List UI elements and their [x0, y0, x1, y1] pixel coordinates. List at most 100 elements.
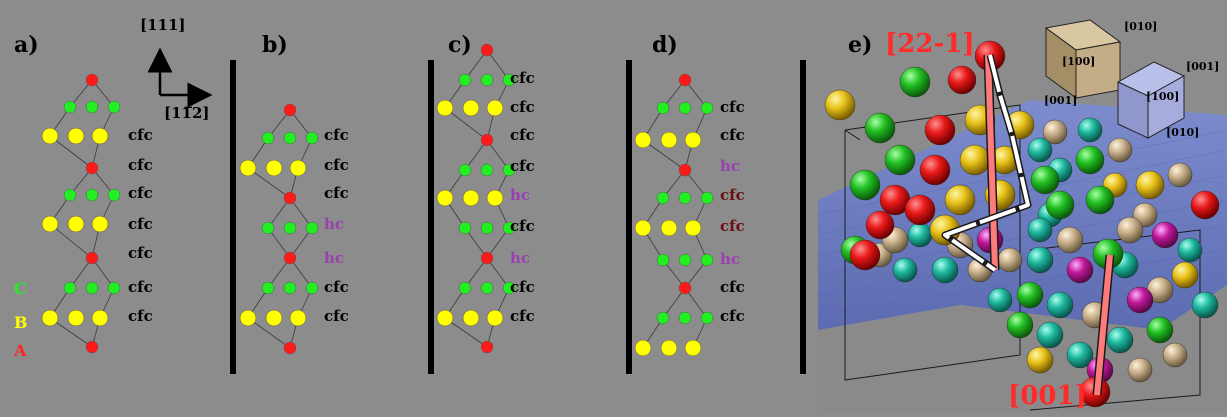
atom-A — [678, 163, 692, 177]
atom-A — [480, 340, 494, 354]
atom-C — [480, 73, 494, 87]
stacking-label-hc: hc — [324, 215, 344, 233]
atom-sphere — [1042, 119, 1068, 145]
direction-label-bottom: [001] — [1008, 381, 1087, 411]
panel-label-b: b) — [262, 32, 288, 58]
atom-sphere — [924, 114, 956, 146]
divider-bar — [626, 60, 632, 374]
divider-bar — [428, 60, 434, 374]
atom-sphere — [1167, 162, 1193, 188]
orientation-axes: [111] [11̅2] — [140, 16, 213, 122]
axis-up-label: [111] — [140, 16, 186, 34]
atom-C — [480, 163, 494, 177]
atom-A — [85, 251, 99, 265]
atom-sphere — [824, 89, 856, 121]
atom-sphere — [1026, 246, 1054, 274]
atom-B — [660, 339, 678, 357]
atom-B — [486, 309, 504, 327]
atom-A — [283, 191, 297, 205]
atom-C — [502, 163, 516, 177]
atom-C — [700, 101, 714, 115]
atom-C — [700, 191, 714, 205]
atom-sphere — [919, 154, 951, 186]
atom-C — [283, 131, 297, 145]
orientation-cube-1: [100] [010] [001] — [1044, 19, 1157, 107]
atom-A — [85, 73, 99, 87]
cube1-edge-bottom: [001] — [1044, 94, 1077, 107]
atom-sphere — [1075, 145, 1105, 175]
atom-C — [305, 281, 319, 295]
atom-B — [684, 339, 702, 357]
atom-C — [502, 281, 516, 295]
atom-sphere — [1016, 281, 1044, 309]
atom-B — [660, 219, 678, 237]
atom-sphere — [1027, 137, 1053, 163]
axis-right-label: [11̅2] — [164, 104, 210, 122]
atom-A — [678, 281, 692, 295]
stacking-label-fcc: cfc — [720, 278, 745, 296]
atom-B — [634, 131, 652, 149]
atom-sphere — [1027, 217, 1053, 243]
atom-sphere — [944, 184, 976, 216]
stacking-label-hc: hc — [720, 157, 740, 175]
atom-C — [678, 253, 692, 267]
atom-B — [41, 127, 59, 145]
atom-sphere — [849, 169, 881, 201]
atom-sphere — [1056, 226, 1084, 254]
atom-C — [502, 221, 516, 235]
atom-B — [91, 215, 109, 233]
stacking-label-fcc_hl: cfc — [720, 186, 745, 204]
stacking-label-hc: hc — [510, 249, 530, 267]
divider-bar — [230, 60, 236, 374]
stacking-label-fcc: cfc — [324, 307, 349, 325]
stacking-label-fcc: cfc — [324, 126, 349, 144]
atom-sphere — [1135, 170, 1165, 200]
atom-sphere — [987, 287, 1013, 313]
atom-sphere — [892, 257, 918, 283]
panel-label-d: d) — [652, 32, 678, 58]
atom-C — [305, 221, 319, 235]
stacking-label-fcc: cfc — [510, 126, 535, 144]
atom-sphere — [1036, 321, 1064, 349]
atom-sphere — [1146, 316, 1174, 344]
atom-A — [283, 251, 297, 265]
lattice-lines — [642, 79, 708, 349]
direction-label-top: [22-1] — [885, 29, 975, 59]
atom-sphere — [1127, 357, 1153, 383]
atom-C — [107, 188, 121, 202]
atom-sphere — [864, 112, 896, 144]
atom-sphere — [899, 66, 931, 98]
atom-A — [678, 73, 692, 87]
atom-sphere — [1026, 346, 1054, 374]
stacking-label-fcc: cfc — [720, 98, 745, 116]
atom-sphere — [997, 247, 1023, 273]
atom-spheres — [824, 40, 1220, 408]
cube2-face-front: [100] — [1146, 90, 1179, 103]
atom-B — [486, 99, 504, 117]
atom-B — [462, 189, 480, 207]
atom-C — [261, 131, 275, 145]
orientation-cube-2: [100] [001] [010] — [1116, 60, 1219, 139]
atom-C — [283, 221, 297, 235]
atom-sphere — [884, 144, 916, 176]
atom-B — [634, 339, 652, 357]
atom-B — [289, 159, 307, 177]
panel-label-e: e) — [848, 32, 872, 58]
atom-C — [458, 221, 472, 235]
atom-sphere — [1045, 190, 1075, 220]
stacking-label-hc: hc — [510, 186, 530, 204]
panel-e-atomistic-view: [22-1] [001] [100] [010] [001] [100] [00… — [817, 19, 1227, 412]
layer-legend: C B A — [13, 279, 28, 360]
atom-B — [684, 219, 702, 237]
atom-B — [486, 189, 504, 207]
atom-sphere — [1085, 185, 1115, 215]
atom-A — [283, 341, 297, 355]
atom-C — [85, 188, 99, 202]
atom-B — [41, 309, 59, 327]
atom-sphere — [1107, 137, 1133, 163]
atom-C — [480, 281, 494, 295]
